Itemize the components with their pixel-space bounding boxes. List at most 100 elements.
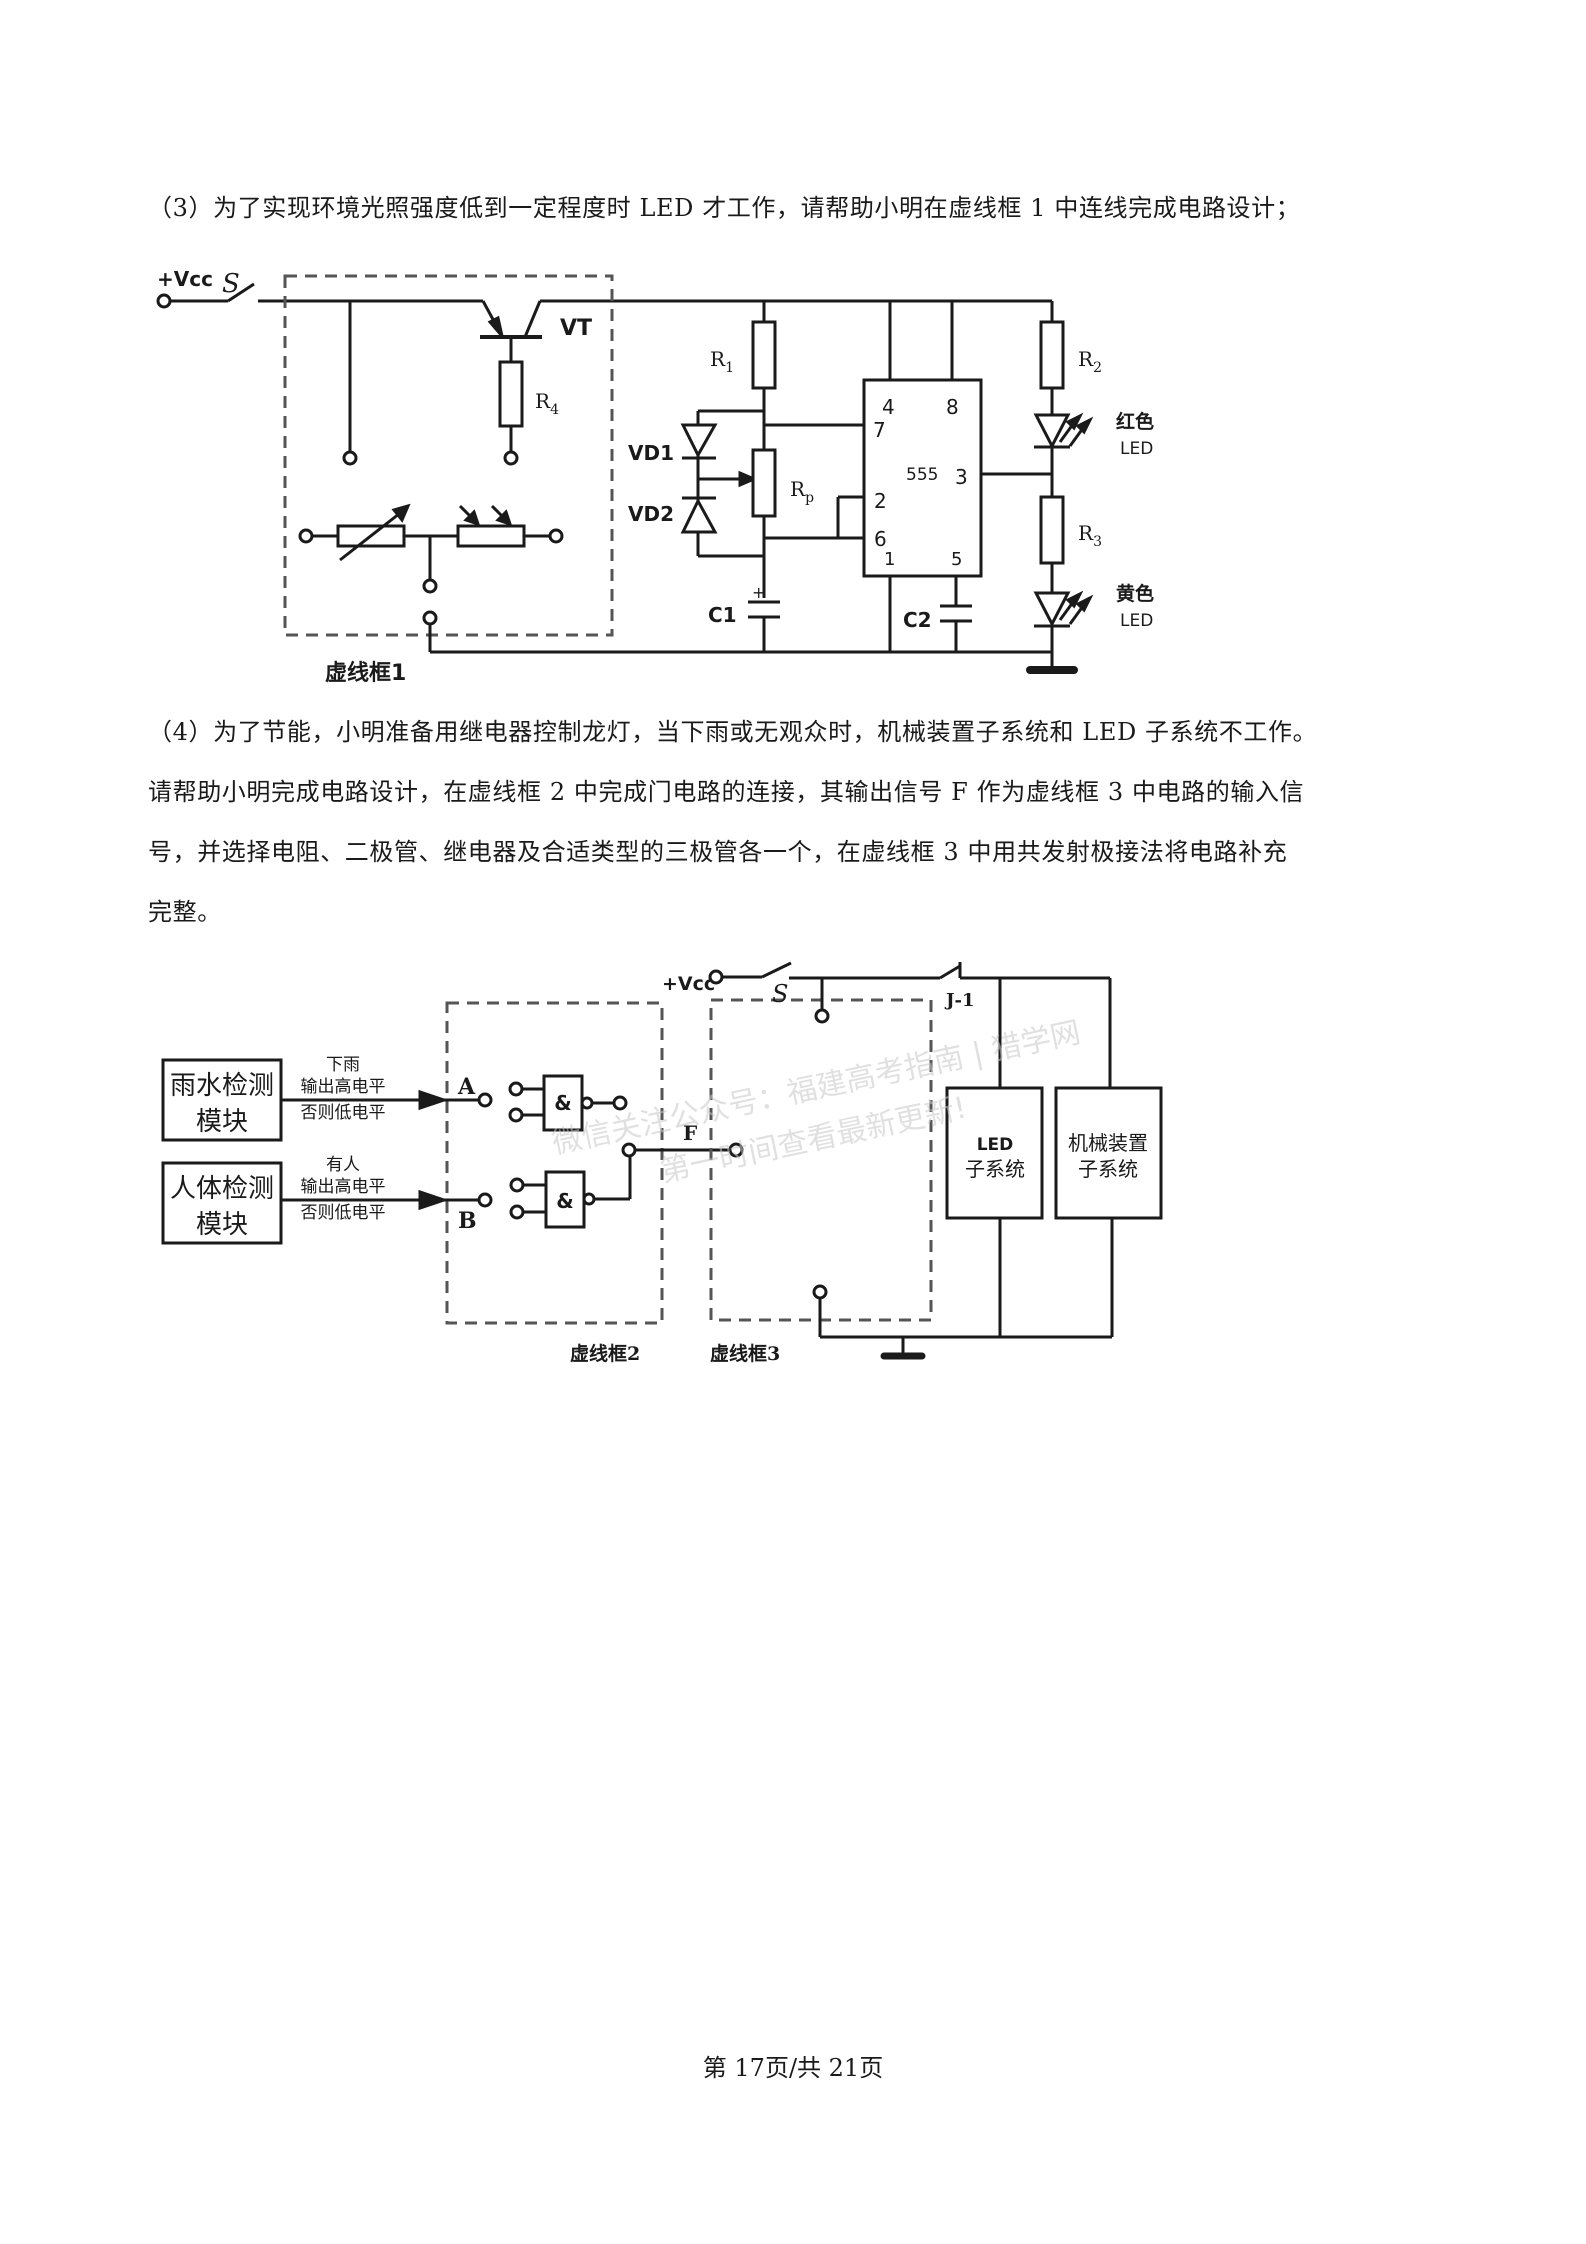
dashed-box-3-label: 虚线框3	[710, 1342, 780, 1365]
page-footer: 第 17页/共 21页	[702, 2054, 884, 2082]
question-3-text: （3）为了实现环境光照强度低到一定程度时 LED 才工作，请帮助小明在虚线框 1…	[148, 194, 1301, 222]
r4-subscript: 4	[550, 402, 559, 418]
led-subsystem-label-2: 子系统	[965, 1157, 1025, 1181]
terminal	[422, 578, 438, 594]
c2-label: C2	[903, 608, 932, 632]
question-4-line: 号，并选择电阻、二极管、继电器及合适类型的三极管各一个，在虚线框 3 中用共发射…	[148, 838, 1288, 866]
svg-text:Rp: Rp	[790, 477, 814, 506]
r2-subscript: 2	[1093, 360, 1102, 376]
mechanical-subsystem-box	[1054, 1086, 1163, 1220]
svg-text:R4: R4	[535, 389, 559, 418]
dashed-box-2	[445, 1001, 664, 1325]
question-4-line: 请帮助小明完成电路设计，在虚线框 2 中完成门电路的连接，其输出信号 F 作为虚…	[148, 778, 1305, 806]
vcc-terminal-1	[156, 282, 255, 309]
pin-6: 6	[874, 527, 887, 551]
svg-text:R3: R3	[1078, 521, 1102, 550]
pin-3: 3	[955, 465, 968, 489]
terminal	[508, 1081, 524, 1097]
r4-label: R	[535, 389, 551, 413]
pin-8: 8	[946, 395, 959, 419]
terminal	[508, 1107, 524, 1123]
body-module-label-2: 模块	[196, 1210, 248, 1240]
terminal	[509, 1177, 525, 1193]
diode-vd2	[680, 496, 718, 534]
body-note-2: 输出高电平	[301, 1177, 386, 1197]
pin-1: 1	[884, 549, 895, 570]
rp-label: R	[790, 477, 806, 501]
led-subsystem-box	[945, 1086, 1044, 1220]
svg-text:R2: R2	[1078, 347, 1102, 376]
rp-subscript: p	[805, 490, 814, 506]
r1-subscript: 1	[725, 360, 734, 376]
switch-s-label-1: S	[222, 269, 240, 299]
relay-contact-label: J-1	[944, 990, 975, 1011]
body-detection-module	[161, 1161, 283, 1245]
vcc-label-1: +Vcc	[157, 267, 213, 291]
arrow-icon	[418, 1089, 449, 1111]
dashed-box-2-label: 虚线框2	[570, 1342, 640, 1365]
terminal	[814, 1008, 830, 1024]
diode-vd1	[680, 423, 718, 460]
terminal-b	[477, 1192, 493, 1208]
pin-4: 4	[882, 395, 895, 419]
question-4-line: （4）为了节能，小明准备用继电器控制龙灯，当下雨或无观众时，机械装置子系统和 L…	[148, 718, 1318, 746]
vt-label: VT	[560, 316, 592, 341]
input-a-label: A	[457, 1074, 476, 1100]
output-f-label: F	[683, 1121, 697, 1145]
rain-note-2: 输出高电平	[301, 1077, 386, 1097]
body-module-label-1: 人体检测	[170, 1174, 274, 1204]
ic-555	[862, 378, 983, 578]
r2-label: R	[1078, 347, 1094, 371]
nand-gate-1	[542, 1074, 584, 1132]
switch-s-label-2: S	[772, 980, 788, 1008]
rain-module-label-1: 雨水检测	[170, 1071, 274, 1101]
rain-note-3: 否则低电平	[301, 1103, 386, 1123]
input-b-label: B	[458, 1208, 477, 1234]
c1-plus-sign: +	[752, 583, 765, 602]
body-note-3: 否则低电平	[301, 1203, 386, 1223]
vcc-terminal-2	[708, 969, 724, 985]
c1-label: C1	[708, 603, 737, 627]
question-4-line: 完整。	[148, 898, 222, 926]
light-arrows-icon	[458, 504, 513, 527]
red-led	[1033, 412, 1094, 450]
vcc-label-2: +Vcc	[662, 973, 715, 995]
yellow-led-label-1: 黄色	[1116, 582, 1154, 605]
vd2-label: VD2	[628, 502, 674, 526]
relay-contact-j1	[939, 964, 961, 980]
vd1-label: VD1	[628, 441, 674, 465]
body-note-1: 有人	[326, 1155, 360, 1175]
r3-label: R	[1078, 521, 1094, 545]
rain-note-1: 下雨	[326, 1055, 360, 1075]
mech-subsystem-label-2: 子系统	[1078, 1157, 1138, 1181]
output-f-terminal	[728, 1142, 744, 1158]
red-led-label-1: 红色	[1116, 410, 1154, 433]
terminal	[509, 1204, 525, 1220]
mech-subsystem-label-1: 机械装置	[1068, 1131, 1148, 1155]
ic-555-label: 555	[906, 465, 938, 485]
pin-2: 2	[874, 489, 887, 513]
terminal	[548, 528, 564, 544]
question-4-text: （4）为了节能，小明准备用继电器控制龙灯，当下雨或无观众时，机械装置子系统和 L…	[148, 702, 1317, 942]
pin-5: 5	[951, 549, 962, 570]
svg-text:R1: R1	[710, 347, 734, 376]
transistor-vt	[480, 300, 542, 362]
arrow-icon	[418, 1189, 449, 1211]
r1-label: R	[710, 347, 726, 371]
dashed-box-1	[283, 274, 614, 637]
r3-subscript: 3	[1093, 534, 1102, 550]
terminal	[812, 1284, 828, 1300]
yellow-led	[1033, 590, 1094, 628]
terminal	[612, 1095, 628, 1111]
red-led-label-2: LED	[1120, 439, 1153, 459]
yellow-led-label-2: LED	[1120, 611, 1153, 631]
terminal	[503, 450, 519, 466]
variable-arrow-icon	[339, 508, 405, 562]
gate-1-symbol: &	[554, 1091, 571, 1115]
rain-module-label-2: 模块	[196, 1107, 248, 1137]
switch-s-2	[761, 961, 792, 979]
terminal-a	[477, 1092, 493, 1108]
gate-2-symbol: &	[556, 1189, 573, 1213]
led-subsystem-label-1: LED	[977, 1135, 1014, 1155]
